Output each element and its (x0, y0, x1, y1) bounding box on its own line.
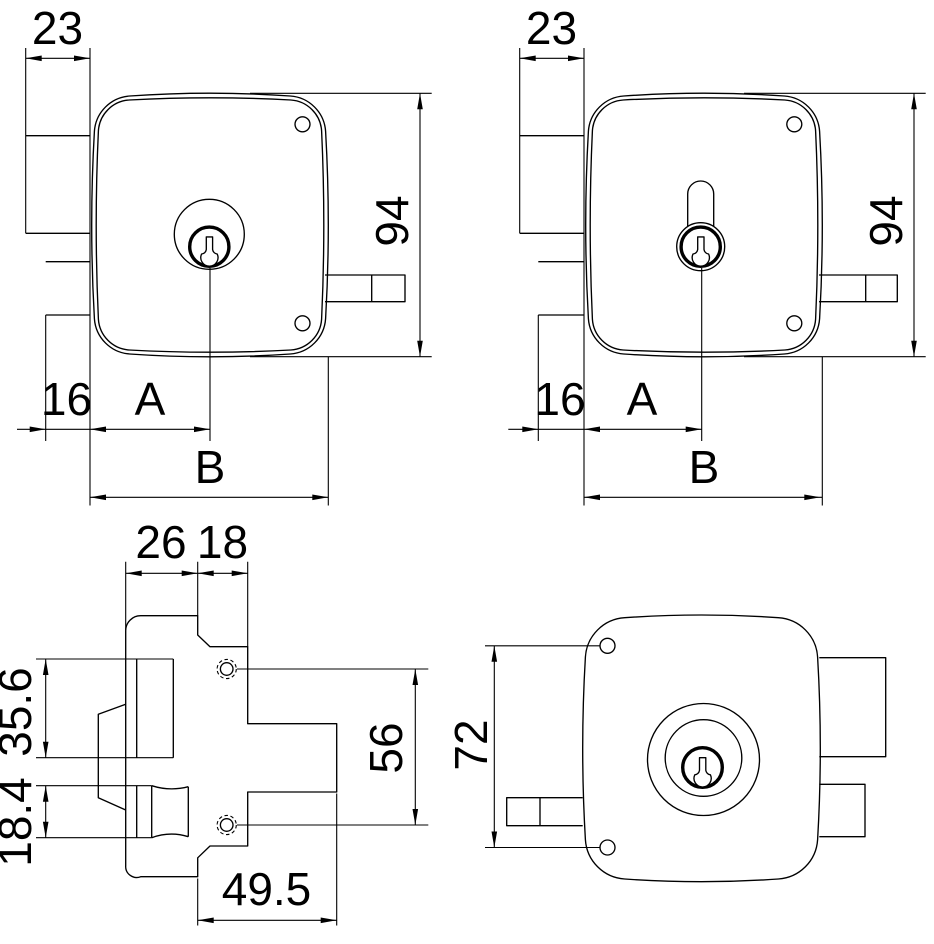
dim-label-plate: 18 (197, 516, 248, 568)
dim-label-edge: 16 (41, 373, 92, 425)
dim-label-height: 94 (366, 195, 418, 246)
keyway-icon (691, 236, 711, 267)
dimension-line (508, 57, 915, 498)
front-view-keyhole: 23 94 16 A B (508, 2, 926, 506)
screw-boss-hole (219, 818, 234, 832)
cylinder-rose-circle (646, 702, 761, 817)
screw-boss (216, 658, 237, 680)
dim-label-backset: A (627, 373, 658, 425)
keeper-housing (819, 657, 887, 758)
screw-hole (599, 637, 616, 654)
dim-label-depth: 26 (135, 516, 186, 568)
screw-boss-hole (219, 662, 234, 676)
escutcheon-rect (538, 261, 584, 316)
extension-line (519, 48, 926, 506)
back-view: 72 (445, 614, 887, 883)
dim-label-bolt: 49.5 (222, 863, 312, 915)
deadbolt (819, 274, 898, 303)
dim-label-lower: 18.4 (0, 777, 41, 867)
extension-line (485, 645, 600, 849)
latch-block (819, 783, 866, 838)
spindle-hub (136, 785, 189, 839)
dim-label-height: 94 (860, 195, 912, 246)
extension-line (36, 561, 429, 926)
bolt-block (136, 659, 174, 758)
dim-arrow (25, 55, 423, 501)
lock-faceplate-outline (95, 97, 325, 353)
keyway-icon (693, 757, 712, 788)
keyhole-slot (687, 180, 715, 227)
screw-boss (216, 814, 237, 836)
lock-body-outline (582, 614, 821, 883)
cylinder-ring-circle (664, 719, 743, 797)
escutcheon-rect (45, 261, 90, 316)
screw-hole (294, 315, 311, 332)
dim-label-width: B (195, 441, 226, 493)
cylinder-ring-circle (173, 198, 245, 270)
dim-label-backset: A (135, 373, 166, 425)
dim-label-protrusion: 23 (526, 2, 577, 54)
cylinder-housing-rect (25, 135, 90, 234)
dim-label-width: B (689, 441, 720, 493)
dim-arrow (519, 55, 917, 501)
mounting-lug (97, 703, 126, 811)
keyway-icon (200, 236, 219, 267)
deadbolt (506, 797, 583, 827)
side-view: 26 18 35.6 18.4 56 49.5 (0, 516, 429, 926)
lock-faceplate-outline (589, 97, 819, 353)
deadbolt (325, 274, 406, 303)
cylinder-housing-rect (519, 135, 584, 234)
dim-label-upper: 35.6 (0, 667, 41, 757)
extension-line (25, 48, 432, 506)
dim-label-edge: 16 (534, 373, 585, 425)
screw-hole (599, 839, 616, 856)
front-view-cylinder: 23 94 16 A B (17, 2, 432, 506)
dimension-line (17, 57, 421, 498)
screw-hole (786, 315, 803, 332)
screw-hole (294, 116, 311, 133)
dim-label-screws: 56 (360, 722, 412, 773)
screw-hole (786, 116, 803, 133)
dim-label-protrusion: 23 (32, 2, 83, 54)
dim-label-screws: 72 (445, 719, 497, 770)
lock-body-outline (585, 92, 823, 358)
lock-body-outline (91, 92, 329, 358)
case-outline (125, 615, 338, 879)
keyhole-ring-circle (676, 222, 726, 272)
